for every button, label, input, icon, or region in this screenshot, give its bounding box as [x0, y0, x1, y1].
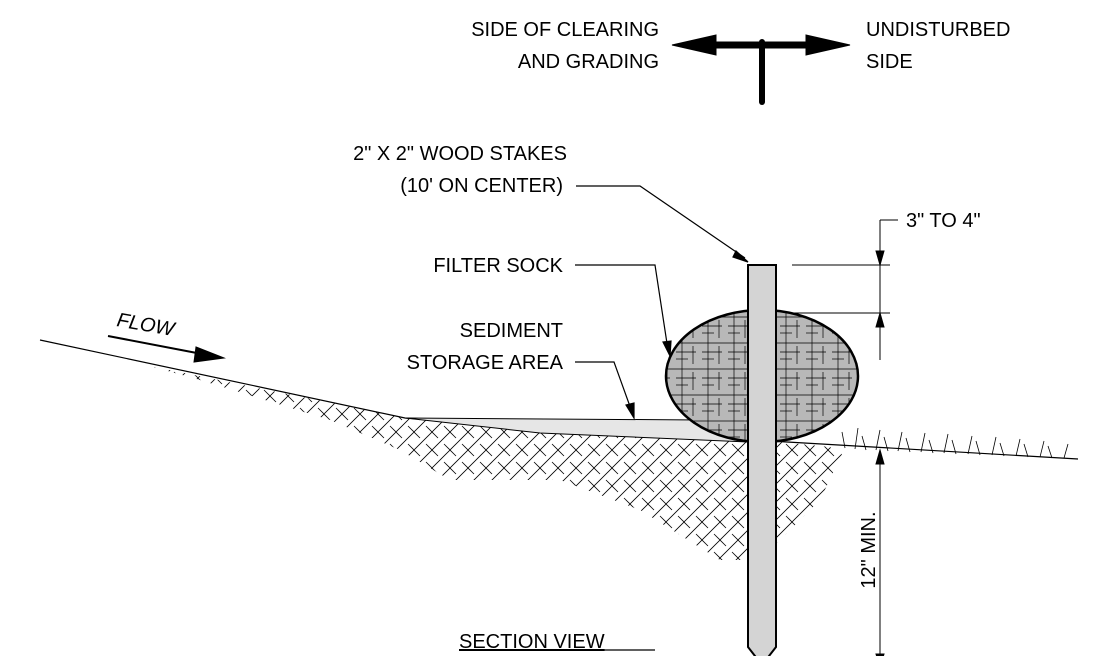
stakes-label-2: (10' ON CENTER) — [400, 175, 563, 197]
left-arrow-icon — [671, 34, 763, 56]
undisturbed-label-1: UNDISTURBED — [866, 19, 1010, 41]
leader-lines — [575, 185, 749, 421]
sediment-label-2: STORAGE AREA — [407, 352, 564, 374]
wood-stake — [747, 264, 777, 656]
sediment-label-1: SEDIMENT — [460, 320, 563, 342]
flow-label: FLOW — [115, 309, 178, 341]
filter-sock-label: FILTER SOCK — [433, 255, 563, 277]
side-clearing-label-1: SIDE OF CLEARING — [471, 19, 659, 41]
soil-hatch — [150, 366, 842, 560]
undisturbed-label-2: SIDE — [866, 51, 913, 73]
side-clearing-label-2: AND GRADING — [518, 51, 659, 73]
right-arrow-icon — [761, 34, 851, 56]
stakes-label-1: 2" X 2" WOOD STAKES — [353, 143, 567, 165]
top-dimension-label: 3" TO 4" — [906, 210, 981, 232]
top-dimension — [792, 219, 898, 360]
direction-indicator — [671, 34, 851, 105]
depth-dimension — [875, 448, 885, 656]
depth-dimension-label: 12" MIN. — [858, 511, 880, 588]
section-view-title: SECTION VIEW — [459, 631, 605, 653]
flow-arrow-icon — [107, 335, 226, 363]
grass-ticks — [841, 427, 1069, 459]
